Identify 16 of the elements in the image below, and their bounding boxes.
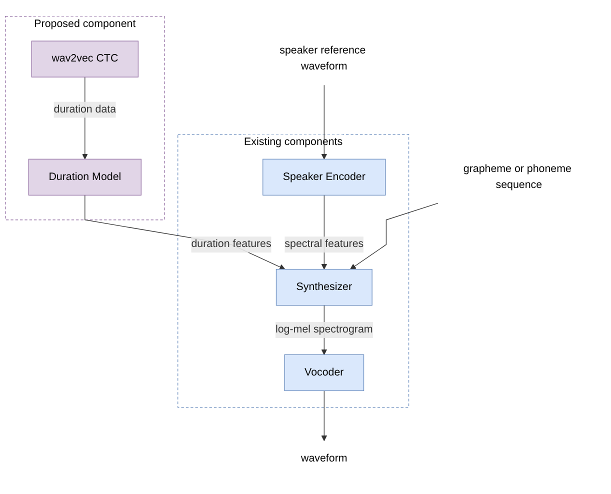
arrow	[350, 203, 438, 270]
arrow	[321, 390, 328, 442]
arrow	[321, 85, 328, 160]
node-text: speaker reference waveform	[280, 45, 366, 73]
node-box: wav2vec CTC	[31, 41, 138, 78]
node-box: Speaker Encoder	[262, 159, 386, 196]
edge-label: spectral features	[284, 238, 364, 250]
edge-label: duration features	[191, 238, 272, 250]
node-text: waveform	[301, 453, 348, 465]
node-box: Vocoder	[284, 354, 364, 392]
edge-label: log-mel spectrogram	[275, 324, 373, 336]
arrow	[84, 195, 286, 270]
node-box: Duration Model	[28, 159, 142, 196]
node-text: grapheme or phoneme sequence	[463, 164, 572, 191]
edge-label: duration data	[54, 104, 116, 116]
node-box: Synthesizer	[276, 269, 372, 306]
